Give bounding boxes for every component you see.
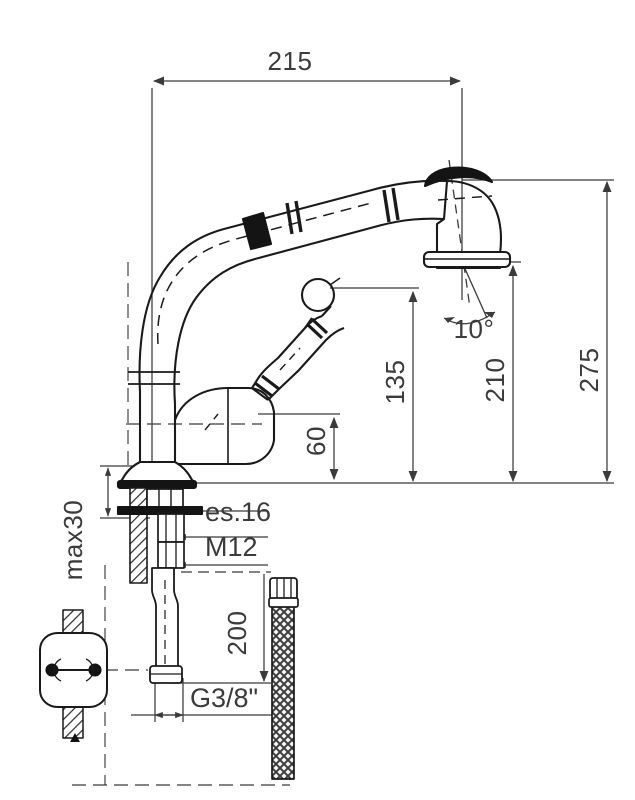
spout-outer-top: [138, 179, 448, 393]
bracket-screw-right: [88, 663, 102, 677]
lever-handle: [251, 277, 345, 401]
spray-head: [422, 166, 512, 270]
supply-collar: [268, 597, 299, 608]
handle-hidden: [279, 347, 301, 371]
escutcheon-flare: [116, 460, 198, 485]
spout-centerline: [156, 201, 376, 345]
cartridge-housing: [173, 386, 276, 466]
handle-collar-lower-a: [254, 381, 273, 398]
dim-label-275: 275: [574, 348, 604, 393]
handle-collar-upper-a: [305, 322, 324, 340]
m12-nut-lower: [157, 541, 185, 569]
dim-label-g38: G3/8": [190, 683, 258, 713]
collar-far-b: [391, 187, 400, 221]
dim-label-215: 215: [268, 46, 313, 76]
dim-label-200: 200: [222, 611, 252, 656]
handle-right-edge: [267, 327, 345, 401]
escutcheon-plate: [116, 479, 198, 490]
m12-nut-upper: [157, 513, 185, 543]
collar-mid-b: [294, 200, 303, 233]
angle-leg: [461, 261, 488, 319]
mounting-hardware: [116, 488, 204, 569]
counter-hatch-left: [129, 487, 148, 584]
angle-dimension-group: [443, 159, 496, 325]
bracket-screw-left: [45, 663, 59, 677]
dim-label-135: 135: [380, 360, 410, 405]
pull-out-hose: [149, 567, 183, 684]
handle-collar-upper-b: [310, 317, 329, 335]
bracket-arc-right: [85, 658, 94, 682]
spout-collars: [285, 187, 400, 235]
mixer-body: [128, 371, 276, 466]
washer-plate: [116, 505, 204, 516]
faucet-assembly: [39, 166, 512, 780]
angle-arrow-left: [444, 317, 455, 323]
dim-label-max30: max30: [58, 500, 88, 581]
collar-far-a: [382, 189, 391, 223]
spout-outer-bottom: [173, 217, 445, 405]
dim-label-210: 210: [480, 358, 510, 403]
bracket-arrow: [70, 733, 80, 742]
collar-mid-a: [285, 202, 294, 235]
angle-arrow-right: [484, 312, 495, 318]
dim-label-es16: es.16: [205, 497, 271, 527]
handle-knob-neck-right: [321, 305, 332, 317]
handle-knob: [300, 277, 336, 313]
spray-head-hidden: [437, 195, 493, 201]
base-escutcheon: [116, 460, 198, 490]
dim-label-60: 60: [301, 426, 331, 456]
handle-leader-tick: [329, 277, 341, 286]
cartridge-hidden: [204, 413, 219, 431]
braid-body: [271, 598, 295, 780]
counter-section: [129, 487, 148, 584]
axis-line-vertical: [448, 159, 471, 309]
handle-base-edge: [251, 387, 269, 401]
handle-left-edge: [251, 315, 323, 389]
handle-knob-neck-left: [304, 317, 313, 329]
braided-supply-hose: [268, 577, 299, 780]
dim-label-angle: 10°: [454, 314, 495, 344]
mounting-bracket-detail: [39, 609, 108, 742]
bracket-arc-left: [53, 658, 62, 682]
handle-collar-lower-b: [261, 374, 280, 391]
spray-head-shade: [423, 166, 494, 188]
dim-label-m12: M12: [205, 532, 258, 562]
black-collar-band: [241, 211, 273, 251]
